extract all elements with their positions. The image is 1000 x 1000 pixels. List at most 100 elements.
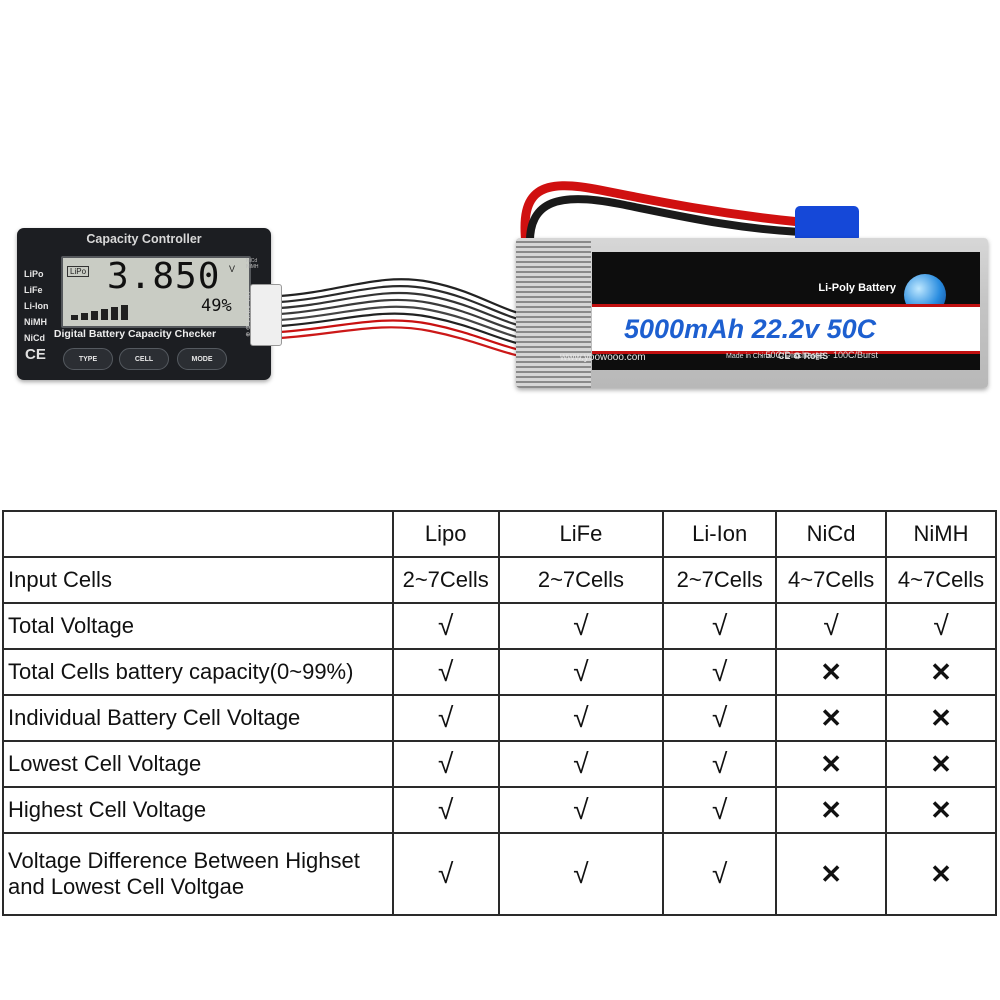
table-cell: 4~7Cells	[775, 556, 888, 604]
lcd-percent: 49%	[201, 296, 232, 316]
balance-wires	[279, 181, 801, 362]
wire-1	[279, 278, 541, 320]
lcd-bar	[81, 313, 88, 320]
type-label-nimh: NiMH	[24, 317, 47, 327]
feature-label: Total Cells battery capacity(0~99%)	[2, 648, 394, 696]
check-mark: √	[662, 602, 778, 650]
table-cell: 2~7Cells	[662, 556, 778, 604]
battery-url: www.yoowooo.com	[560, 352, 646, 363]
ec5-connector	[795, 206, 859, 242]
lcd-bar	[121, 305, 128, 320]
type-label-lipo: LiPo	[24, 269, 44, 279]
ce-logo: CE	[25, 346, 46, 363]
cross-mark: ✕	[885, 694, 997, 742]
cross-mark: ✕	[775, 740, 888, 788]
compatibility-table: Lipo LiFe Li-Ion NiCd NiMH Input Cells 2…	[2, 510, 997, 916]
lcd-bar	[91, 311, 98, 320]
lipo-battery-pack: Li-Poly Battery 5000mAh 22.2v 50C · 50C/…	[516, 238, 988, 388]
table-row: Highest Cell Voltage √ √ √ ✕ ✕	[2, 786, 997, 834]
type-button[interactable]: TYPE	[63, 348, 113, 370]
cross-mark: ✕	[885, 832, 997, 916]
battery-made-in: Made in China	[726, 353, 772, 360]
lcd-unit: V	[229, 264, 236, 274]
check-mark: √	[391, 648, 500, 696]
battery-cert: CE ♻ RoHS	[778, 351, 829, 361]
table-row: Input Cells 2~7Cells 2~7Cells 2~7Cells 4…	[2, 556, 997, 604]
check-mark: √	[391, 786, 500, 834]
cross-mark: ✕	[775, 832, 888, 916]
checker-title: Capacity Controller	[86, 232, 202, 246]
check-mark: √	[497, 648, 665, 696]
type-label-liion: Li-Ion	[24, 301, 49, 311]
check-mark: √	[662, 832, 778, 916]
feature-label: Individual Battery Cell Voltage	[2, 694, 394, 742]
header-liion: Li-Ion	[662, 510, 778, 558]
balance-plug	[250, 284, 282, 346]
check-mark: √	[497, 602, 665, 650]
pin-labels: 7 6 5 4 3 2 1 ⊖ ⊕	[244, 290, 250, 337]
check-mark: √	[497, 740, 665, 788]
check-mark: √	[662, 648, 778, 696]
table-cell: 2~7Cells	[391, 556, 500, 604]
lcd-voltage: 3.850	[107, 256, 221, 297]
battery-rates: · 50C/Discharge · 100C/Burst	[760, 350, 879, 360]
table-row: Individual Battery Cell Voltage √ √ √ ✕ …	[2, 694, 997, 742]
table-row: Lowest Cell Voltage √ √ √ ✕ ✕	[2, 740, 997, 788]
header-lipo: Lipo	[391, 510, 500, 558]
feature-label: Input Cells	[2, 556, 394, 604]
cross-mark: ✕	[775, 786, 888, 834]
wire-6	[279, 312, 541, 350]
mode-button[interactable]: MODE	[177, 348, 227, 370]
check-mark: √	[775, 602, 888, 650]
check-mark: √	[391, 832, 500, 916]
check-mark: √	[497, 694, 665, 742]
table-cell: 4~7Cells	[885, 556, 997, 604]
check-mark: √	[662, 786, 778, 834]
cross-mark: ✕	[885, 786, 997, 834]
table-cell: 2~7Cells	[497, 556, 665, 604]
wire-2	[279, 285, 541, 326]
cross-mark: ✕	[775, 648, 888, 696]
check-mark: √	[391, 740, 500, 788]
battery-type-list: LiPo LiFe Li-Ion NiMH NiCd	[24, 266, 49, 346]
cross-mark: ✕	[775, 694, 888, 742]
header-blank	[2, 510, 394, 558]
black-power-lead	[525, 195, 801, 247]
checker-label: Digital Battery Capacity Checker	[53, 328, 217, 340]
table-header-row: Lipo LiFe Li-Ion NiCd NiMH	[2, 510, 997, 558]
header-nicd: NiCd	[775, 510, 888, 558]
table-row: Total Voltage √ √ √ √ √	[2, 602, 997, 650]
cell-button[interactable]: CELL	[119, 348, 169, 370]
check-mark: √	[391, 694, 500, 742]
wire-7	[279, 319, 541, 356]
check-mark: √	[497, 832, 665, 916]
header-life: LiFe	[497, 510, 665, 558]
battery-spec: 5000mAh 22.2v 50C	[624, 314, 877, 344]
lcd-type-indicator: LiPo	[67, 266, 90, 277]
feature-label: Voltage Difference Between Highset and L…	[2, 832, 394, 916]
table-row: Total Cells battery capacity(0~99%) √ √ …	[2, 648, 997, 696]
type-label-nicd: NiCd	[24, 333, 45, 343]
red-power-lead	[520, 181, 801, 245]
capacity-checker-device: Capacity Controller LiPo LiFe Li-Ion NiM…	[17, 228, 271, 380]
type-label-life: LiFe	[24, 285, 43, 295]
cross-mark: ✕	[885, 740, 997, 788]
feature-label: Highest Cell Voltage	[2, 786, 394, 834]
table-row: Voltage Difference Between Highset and L…	[2, 832, 997, 916]
product-photo: Capacity Controller LiPo LiFe Li-Ion NiM…	[0, 0, 1000, 480]
wire-4	[279, 298, 541, 338]
wire-8	[279, 326, 541, 362]
header-nimh: NiMH	[885, 510, 997, 558]
cross-mark: ✕	[885, 648, 997, 696]
side-type-text: NiCd NiMH	[246, 258, 259, 270]
battery-type-label: Li-Poly Battery	[818, 282, 896, 294]
feature-label: Lowest Cell Voltage	[2, 740, 394, 788]
check-mark: √	[497, 786, 665, 834]
battery-white-band	[592, 304, 980, 354]
lcd-display: LiPo 3.850 V 49%	[61, 256, 251, 328]
battery-ribbed-end	[516, 238, 591, 388]
check-mark: √	[662, 740, 778, 788]
lcd-bar	[101, 309, 108, 320]
wire-5	[279, 305, 541, 344]
lcd-bar	[71, 315, 78, 320]
